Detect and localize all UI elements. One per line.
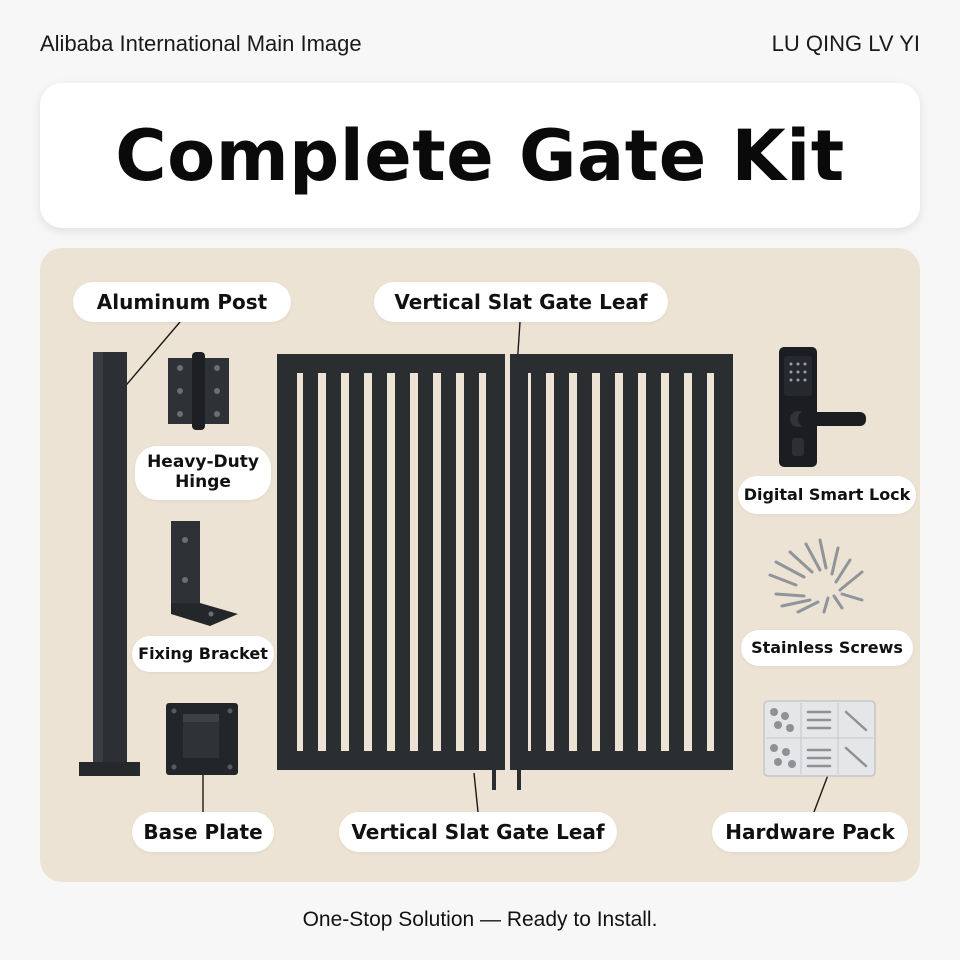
title-card bbox=[40, 83, 920, 228]
label-hardware-pack: Hardware Pack bbox=[712, 812, 908, 852]
label-gate-leaf-top: Vertical Slat Gate Leaf bbox=[374, 282, 668, 322]
gate-leaf-left-icon bbox=[277, 354, 505, 790]
screws-icon bbox=[768, 538, 864, 614]
header-left-text: Alibaba International Main Image bbox=[40, 31, 362, 56]
header-brand-text: LU QING LV YI bbox=[771, 31, 920, 56]
gate-leaf-right-icon bbox=[510, 354, 733, 790]
label-fixing-bracket: Fixing Bracket bbox=[132, 636, 274, 672]
label-smart-lock: Digital Smart Lock bbox=[738, 476, 916, 514]
smart-lock-icon bbox=[779, 347, 866, 467]
aluminum-post-icon bbox=[79, 352, 140, 776]
footer-tagline: One-Stop Solution — Ready to Install. bbox=[302, 908, 658, 931]
label-hinge: Heavy-Duty Hinge bbox=[135, 446, 271, 500]
label-base-plate: Base Plate bbox=[132, 812, 274, 852]
hinge-icon bbox=[168, 352, 229, 430]
label-gate-leaf-bottom: Vertical Slat Gate Leaf bbox=[339, 812, 617, 852]
base-plate-icon bbox=[166, 703, 238, 775]
hardware-pack-icon bbox=[763, 700, 876, 777]
page-title: Complete Gate Kit bbox=[115, 115, 845, 197]
label-aluminum-post: Aluminum Post bbox=[73, 282, 291, 322]
fixing-bracket-icon bbox=[171, 521, 238, 626]
label-screws: Stainless Screws bbox=[741, 630, 913, 666]
